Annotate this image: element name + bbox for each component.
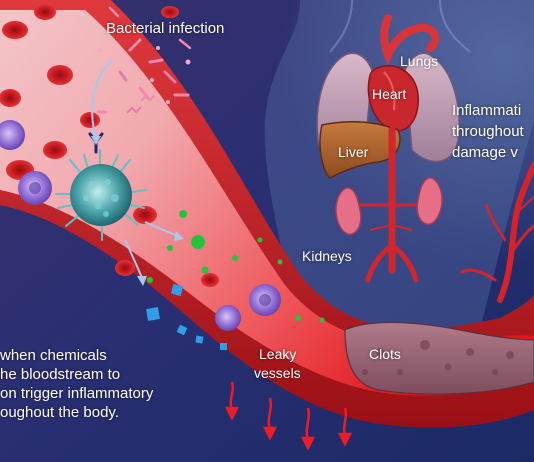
leak-arrows (224, 381, 353, 451)
label-lungs: Lungs (400, 53, 439, 69)
label-kidneys: Kidneys (302, 248, 352, 264)
caption-right-line: damage v (452, 144, 518, 161)
caption-right-line: throughout (452, 123, 524, 140)
chemical-particles (146, 283, 227, 350)
blood-lumen (0, 10, 534, 396)
label-vessels: vessels (254, 365, 301, 381)
caption-left-line: he bloodstream to (0, 366, 121, 383)
white-blood-cells (0, 120, 281, 331)
label-liver: Liver (338, 144, 369, 160)
bacteria-fragments (96, 6, 192, 114)
inflammatory-chemicals (147, 210, 325, 323)
heart (367, 14, 440, 132)
aorta (360, 126, 424, 283)
caption-left: when chemicals he bloodstream to on trig… (0, 346, 200, 422)
caption-right-line: Inflammati (452, 102, 522, 119)
label-heart: Heart (372, 86, 407, 102)
clot-texture (362, 340, 514, 375)
branch-vessels (460, 162, 534, 303)
caption-left-line: when chemicals (0, 347, 107, 364)
label-bacterial-infection: Bacterial infection (106, 20, 225, 37)
label-clots: Clots (369, 346, 401, 362)
process-arrows (91, 59, 184, 286)
caption-left-line: on trigger inflammatory (0, 385, 154, 402)
caption-left-line: oughout the body. (0, 404, 119, 421)
caption-right: Inflammati throughout damage v (452, 100, 524, 163)
label-leaky: Leaky (259, 346, 297, 362)
red-blood-cells-outside (0, 4, 179, 107)
liver (319, 120, 401, 179)
kidneys (335, 177, 443, 235)
